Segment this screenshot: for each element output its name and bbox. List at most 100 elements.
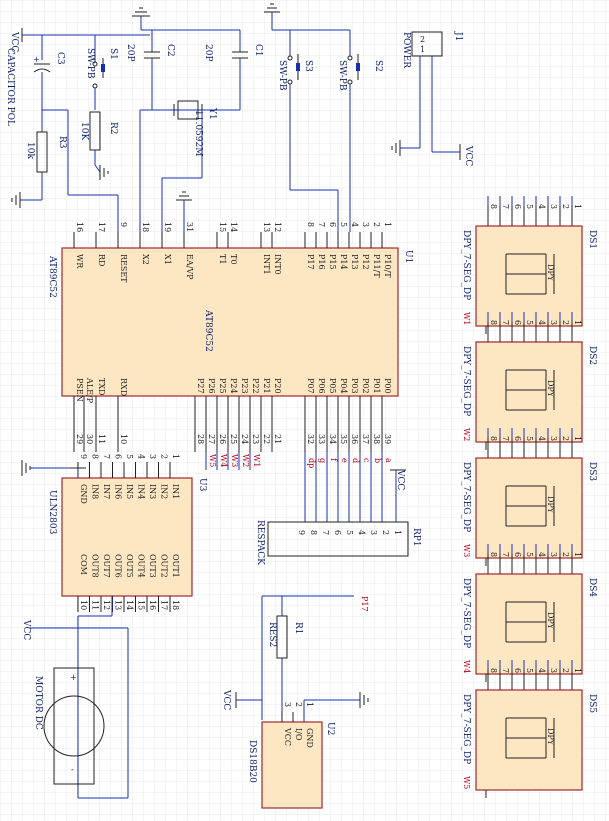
u3-pin-number: 1 [171, 454, 180, 459]
u3-pin-name: IN1 [171, 484, 180, 499]
u3-pin-number: 16 [148, 600, 157, 610]
u1-pin-number: 7 [317, 222, 326, 227]
u3-pin-name: OUT6 [114, 554, 123, 578]
display-pin-number: 8 [489, 668, 498, 673]
u3-pin-name: IN8 [91, 484, 100, 499]
rp1-pin-number: 9 [297, 530, 306, 535]
u2-pin-name: I/O [294, 728, 303, 741]
r2-value: 10K [79, 122, 89, 140]
u3-pin-name: OUT3 [148, 554, 157, 578]
motor-part: MOTOR DC [33, 676, 43, 730]
u1-pin-name: X2 [141, 254, 150, 265]
display-com-net: W4 [462, 660, 471, 673]
u1-pin-name: T1 [218, 254, 227, 264]
dc-motor: VCC + - MOTOR DC [21, 596, 129, 799]
display-pin-number: 8 [489, 320, 498, 325]
s3-part: SW-PB [277, 60, 287, 91]
u1-pin-number: 32 [306, 434, 315, 444]
r1-part: RES2 [267, 622, 277, 647]
display-glyph-label: DPY [546, 264, 555, 282]
u3-pin-number: 4 [137, 454, 146, 459]
display-part: DPY_7-SEG_DP [461, 346, 471, 416]
display-body [475, 573, 583, 675]
u1-pin-name: P25 [218, 378, 227, 394]
u1-pin-name: RESET [119, 254, 128, 283]
display-pin-number: 8 [489, 204, 498, 209]
display-pin-number: 1 [573, 204, 582, 209]
r1-resistor: R1 RES2 P17 VCC [221, 595, 369, 720]
u1-pin-number: 35 [339, 434, 348, 444]
display-pin-number: 4 [537, 320, 546, 325]
u3-pin-name: OUT2 [160, 554, 169, 578]
c1-capacitor: C1 20P [203, 30, 263, 110]
u3-pin-number: 13 [114, 600, 123, 610]
u3-pin-number: 18 [171, 600, 180, 610]
digit-glyph [505, 601, 555, 643]
digit-glyph [505, 717, 555, 759]
u1-pin-name: P04 [339, 378, 348, 394]
u1-pin-name: P01 [372, 378, 381, 394]
display-pin-number: 1 [573, 320, 582, 325]
u2-part: DS18B20 [247, 740, 257, 783]
u2-ref: U2 [325, 722, 335, 735]
u1-pin-name: P06 [317, 378, 326, 394]
display-pin-number: 4 [537, 436, 546, 441]
u1-pin-number: 29 [75, 434, 84, 444]
u1-pin-number: 25 [229, 434, 238, 444]
u1-pin-number: 6 [328, 222, 337, 227]
display-pin-number: 6 [513, 320, 522, 325]
u1-pin-name: P02 [361, 378, 370, 394]
u1-pin-number: 15 [218, 222, 227, 232]
display-pin-number: 7 [501, 320, 510, 325]
u3-pin-number: 12 [102, 600, 111, 610]
digit-glyph [505, 485, 555, 527]
u1-pin-number: 27 [207, 434, 216, 444]
display-pin-number: 3 [549, 668, 558, 673]
y1-ref: Y1 [207, 107, 217, 120]
u3-pin-name: COM [79, 554, 88, 575]
u3-pin-name: IN3 [148, 484, 157, 499]
rp1-pin-number: 3 [369, 530, 378, 535]
rp1-pin-number: 1 [393, 530, 402, 535]
s3-ref: S3 [303, 60, 313, 72]
u1-pin-number: 33 [317, 434, 326, 444]
u3-pin-name: OUT1 [171, 554, 180, 578]
u3-pin-number: 15 [137, 600, 146, 610]
r2-ref: R2 [108, 122, 118, 135]
display-part: DPY_7-SEG_DP [461, 462, 471, 532]
u1-pin-number: 38 [372, 434, 381, 444]
u3-pin-name: IN5 [125, 484, 134, 499]
p0-segment-label: c [362, 458, 371, 463]
u1-pin-number: 12 [273, 222, 282, 232]
svg-text:2: 2 [420, 35, 425, 44]
u1-pin-number: 8 [306, 222, 315, 227]
display-ref: DS2 [587, 346, 597, 365]
p0-segment-label: a [384, 458, 393, 463]
u1-pin-name: P24 [229, 378, 238, 394]
j1-connector: 2 1 POWER J1 VCC [391, 31, 473, 166]
display-pin-number: 1 [573, 668, 582, 673]
display-pin-number: 5 [525, 552, 534, 557]
display-pin-number: 7 [501, 204, 510, 209]
u1-pin-name: P11/T [372, 254, 381, 278]
r1-ref: R1 [293, 622, 303, 635]
vcc-label: VCC [9, 31, 19, 52]
rp1-pin-number: 2 [381, 530, 390, 535]
s1-switch: S1 SW-PB [85, 48, 118, 110]
u1-pin-name: P16 [317, 254, 326, 270]
u3-pin-name: IN4 [137, 484, 146, 499]
display-pin-number: 7 [501, 552, 510, 557]
display-glyph-label: DPY [546, 612, 555, 630]
c3-ref: C3 [55, 52, 65, 65]
rp1-pin-number: 8 [309, 530, 318, 535]
button-section: S3 SW-PB S2 SW-PB [264, 3, 383, 232]
u1-pin-name: RD [97, 254, 106, 266]
rp1-pin-number: 6 [333, 530, 342, 535]
u1-pin-number: 26 [218, 434, 227, 444]
display-pin-number: 3 [549, 320, 558, 325]
display-pin-number: 7 [501, 668, 510, 673]
u1-pin-name: P10/T [383, 254, 392, 278]
